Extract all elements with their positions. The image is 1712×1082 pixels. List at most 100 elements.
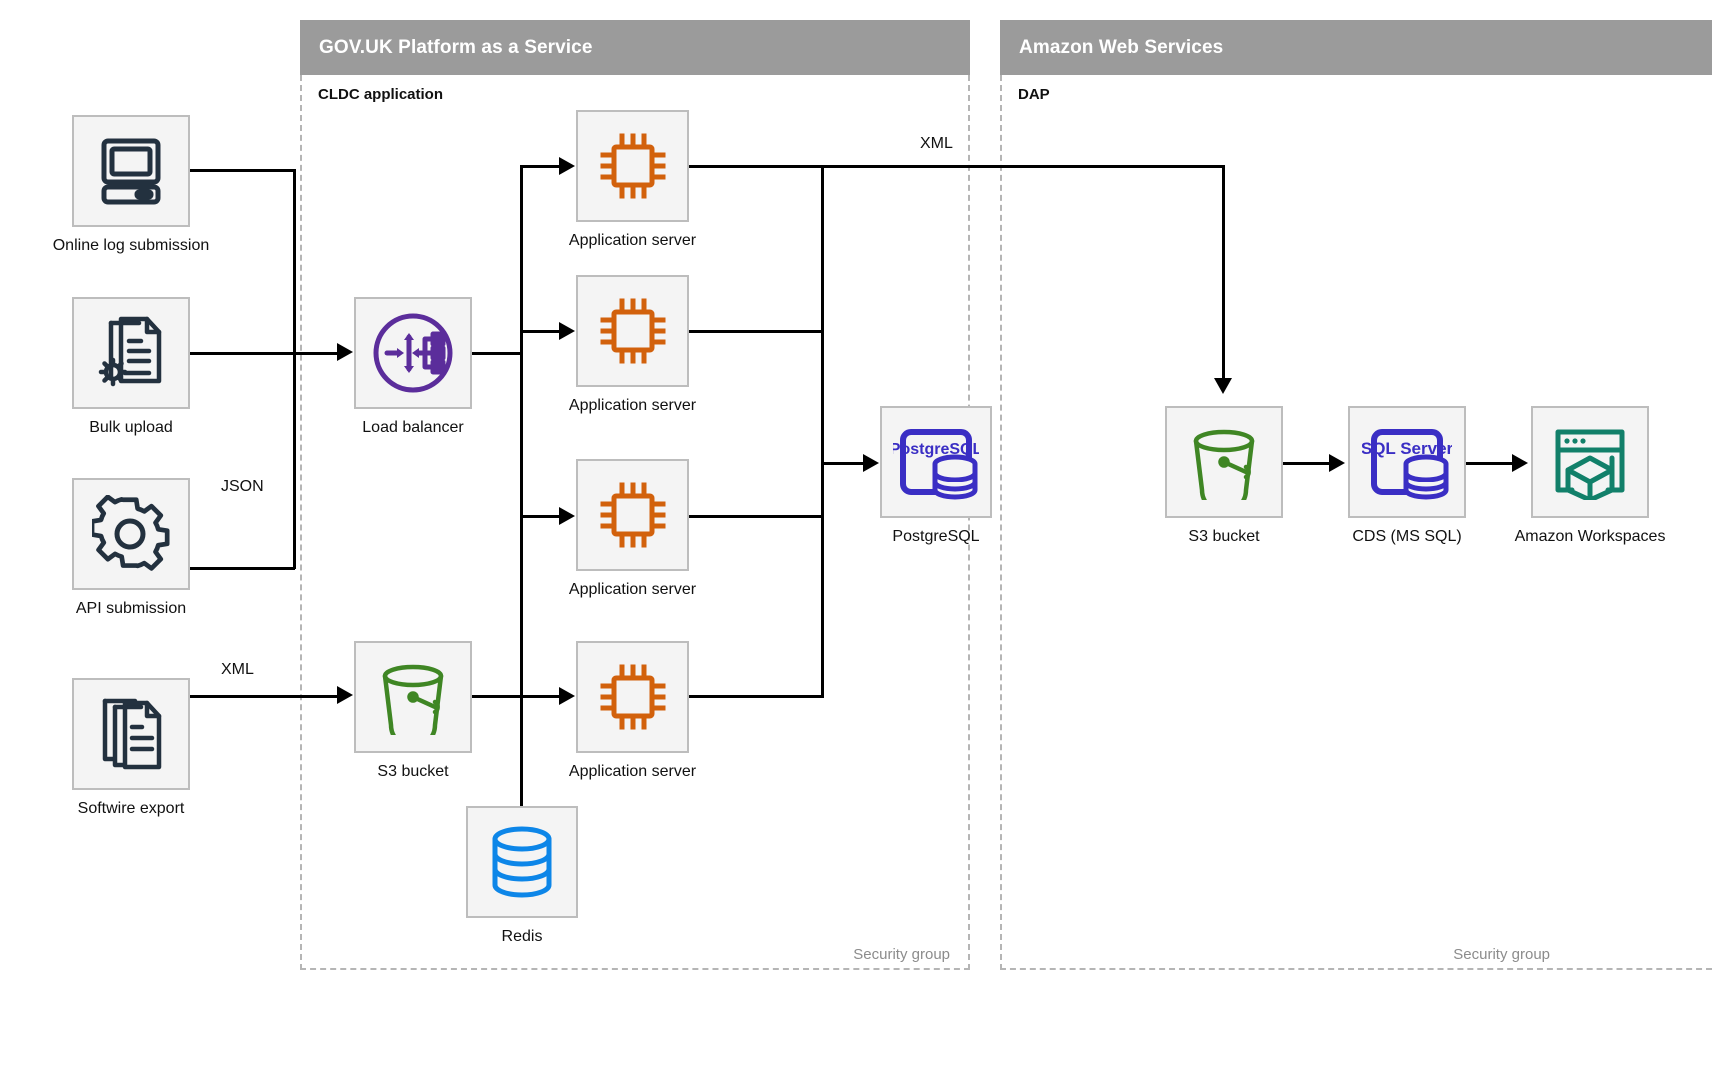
- node-caption: S3 bucket: [377, 763, 449, 780]
- node-postgresql[interactable]: PostgreSQL PostgreSQL: [880, 406, 992, 545]
- edge-softwire-to-s3: [190, 695, 337, 698]
- edge-bus-to-postgres: [821, 462, 865, 465]
- edge-label-json: JSON: [216, 478, 269, 496]
- node-caption: API submission: [75, 600, 187, 617]
- edge-redis-to-bus: [520, 695, 523, 806]
- arrowhead-to-aws-s3: [1214, 378, 1232, 394]
- icon-box: [466, 806, 578, 918]
- edge-left-bus-vertical: [293, 169, 296, 569]
- postgresql-badge-text: PostgreSQL: [893, 441, 979, 458]
- node-amazon-workspaces[interactable]: Amazon Workspaces: [1515, 406, 1665, 545]
- postgresql-icon: PostgreSQL: [893, 424, 979, 500]
- node-caption: Amazon Workspaces: [1514, 528, 1666, 545]
- node-caption: Softwire export: [77, 800, 185, 817]
- group-sublabel-cldc: CLDC application: [318, 86, 444, 103]
- cpu-chip-icon: [595, 293, 671, 369]
- node-caption: Application server: [568, 397, 697, 414]
- edge-appserver-3-out: [689, 515, 824, 518]
- edge-xml-down-to-aws-s3: [1222, 165, 1225, 380]
- arrowhead-to-appserver-3: [559, 507, 575, 525]
- group-title-aws: Amazon Web Services: [1019, 36, 1224, 58]
- arrowhead-to-workspaces: [1512, 454, 1528, 472]
- sql-server-badge-text: SQL Server: [1362, 439, 1452, 458]
- node-caption: Application server: [568, 763, 697, 780]
- node-load-balancer[interactable]: Load balancer: [354, 297, 472, 436]
- edge-api-to-bus: [190, 567, 295, 570]
- node-online-log-submission[interactable]: Online log submission: [53, 115, 209, 254]
- node-paas-s3-bucket[interactable]: S3 bucket: [354, 641, 472, 780]
- edge-bus-to-appserver-4: [520, 695, 560, 698]
- document-stack-icon: [95, 695, 167, 773]
- arrowhead-to-paas-s3: [337, 686, 353, 704]
- icon-box: [576, 641, 689, 753]
- edge-s3-to-appbus: [472, 695, 522, 698]
- node-softwire-export[interactable]: Softwire export: [72, 678, 190, 817]
- edge-aws-s3-to-cds: [1283, 462, 1330, 465]
- group-title-paas: GOV.UK Platform as a Service: [319, 36, 593, 58]
- s3-bucket-icon: [373, 659, 453, 735]
- group-header-aws: Amazon Web Services: [1000, 20, 1712, 75]
- arrowhead-to-appserver-4: [559, 687, 575, 705]
- node-caption: Load balancer: [362, 419, 464, 436]
- edge-bus-to-appserver-1: [520, 165, 560, 168]
- icon-box: [576, 275, 689, 387]
- icon-box: [354, 297, 472, 409]
- edge-lb-to-appbus: [472, 352, 522, 355]
- edge-appserver-2-out: [689, 330, 824, 333]
- icon-box: [72, 115, 190, 227]
- node-caption: Application server: [568, 581, 697, 598]
- document-gear-icon: [95, 315, 167, 391]
- node-caption: CDS (MS SQL): [1352, 528, 1462, 545]
- node-redis[interactable]: Redis: [466, 806, 578, 945]
- icon-box: PostgreSQL: [880, 406, 992, 518]
- security-group-label-paas: Security group: [853, 946, 950, 963]
- node-caption: Online log submission: [52, 237, 210, 254]
- edge-appserver-distribution-bus: [520, 165, 523, 695]
- arrowhead-to-load-balancer: [337, 343, 353, 361]
- sql-server-icon: SQL Server: [1362, 424, 1452, 500]
- cpu-chip-icon: [595, 477, 671, 553]
- group-boundary-aws: [1000, 75, 1712, 970]
- edge-appserver-4-out: [689, 695, 824, 698]
- group-sublabel-dap: DAP: [1018, 86, 1050, 103]
- edge-appserver-1-xml-horizontal: [689, 165, 1224, 168]
- gear-icon: [92, 495, 170, 573]
- security-group-label-aws: Security group: [1453, 946, 1550, 963]
- edge-bulk-upload-to-lb: [190, 352, 337, 355]
- edge-cds-to-workspaces: [1466, 462, 1513, 465]
- node-application-server-3[interactable]: Application server: [569, 459, 696, 598]
- node-caption: Redis: [501, 928, 543, 945]
- icon-box: [354, 641, 472, 753]
- node-caption: S3 bucket: [1188, 528, 1260, 545]
- redis-database-icon: [491, 825, 553, 899]
- node-application-server-2[interactable]: Application server: [569, 275, 696, 414]
- edge-label-xml-softwire: XML: [216, 661, 259, 679]
- node-caption: Application server: [568, 232, 697, 249]
- edge-online-log-to-bus: [190, 169, 295, 172]
- cpu-chip-icon: [595, 659, 671, 735]
- group-header-paas: GOV.UK Platform as a Service: [300, 20, 970, 75]
- node-application-server-4[interactable]: Application server: [569, 641, 696, 780]
- icon-box: [72, 478, 190, 590]
- node-caption: PostgreSQL: [892, 528, 980, 545]
- edge-bus-to-appserver-3: [520, 515, 560, 518]
- icon-box: [72, 297, 190, 409]
- node-caption: Bulk upload: [89, 419, 173, 436]
- icon-box: [72, 678, 190, 790]
- node-cds-ms-sql[interactable]: SQL Server CDS (MS SQL): [1348, 406, 1466, 545]
- node-aws-s3-bucket[interactable]: S3 bucket: [1165, 406, 1283, 545]
- icon-box: [1531, 406, 1649, 518]
- node-bulk-upload[interactable]: Bulk upload: [72, 297, 190, 436]
- edge-postgres-merge-bus: [821, 165, 824, 697]
- amazon-workspaces-icon: [1550, 424, 1630, 500]
- edge-bus-to-appserver-2: [520, 330, 560, 333]
- icon-box: [576, 459, 689, 571]
- icon-box: [1165, 406, 1283, 518]
- node-api-submission[interactable]: API submission: [72, 478, 190, 617]
- arrowhead-to-cds: [1329, 454, 1345, 472]
- node-application-server-1[interactable]: Application server: [569, 110, 696, 249]
- arrowhead-to-appserver-2: [559, 322, 575, 340]
- icon-box: SQL Server: [1348, 406, 1466, 518]
- edge-label-xml-appserver: XML: [915, 135, 958, 153]
